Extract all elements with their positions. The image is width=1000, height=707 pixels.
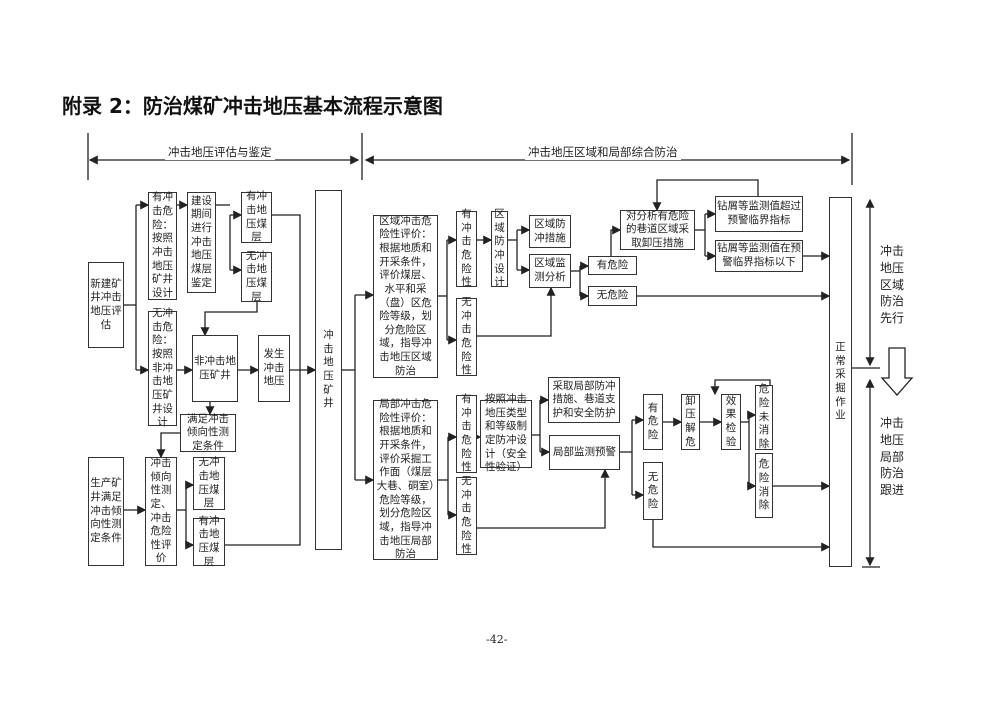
box-below-threshold: 钻屑等监测值在预警临界指标以下 bbox=[715, 240, 803, 272]
label-regional-first: 冲击地压区域防治先行 bbox=[879, 244, 904, 326]
header-comprehensive-prevention: 冲击地压区域和局部综合防治 bbox=[525, 144, 681, 160]
document-title: 附录 2：防治煤矿冲击地压基本流程示意图 bbox=[62, 94, 443, 118]
box-label: 区域监测分析 bbox=[534, 257, 566, 283]
box-label: 无危险 bbox=[647, 470, 659, 510]
box-label: 非冲击地压矿井 bbox=[194, 354, 236, 381]
box-label: 无冲击危险性 bbox=[461, 475, 472, 556]
box-loc-no-risk: 无冲击危险性 bbox=[456, 475, 477, 556]
box-label: 正常采掘作业 bbox=[835, 341, 846, 422]
box-label: 区域防冲设计 bbox=[494, 208, 505, 289]
label-local-follow: 冲击地压局部防治跟进 bbox=[879, 416, 904, 498]
box-label: 危险未消除 bbox=[758, 383, 770, 450]
box-loc-measures: 采取局部防冲措施、巷道支护和安全防护 bbox=[548, 377, 620, 423]
box-production-mine: 生产矿井满足冲击倾向性测定条件 bbox=[88, 457, 124, 566]
box-label: 有冲击危险性 bbox=[461, 393, 472, 474]
box-regional-eval: 区域冲击危险性评价：根据地质和开采条件，评价煤层、水平和采（盘）区危险等级，划分… bbox=[373, 215, 438, 378]
box-no-risk-design: 无冲击危险：按照非冲击地压矿井设计 bbox=[148, 307, 177, 428]
box-label: 有冲击危险：按照冲击地压矿井设计 bbox=[152, 191, 173, 299]
box-label: 卸压解危 bbox=[685, 394, 696, 448]
box-has-seam-top: 有冲击地压煤层 bbox=[241, 190, 272, 244]
box-propensity-test: 冲击倾向性测定、冲击危险性评价 bbox=[145, 457, 177, 566]
box-label: 效果检验 bbox=[725, 394, 737, 448]
box-reg-measures: 区域防冲措施 bbox=[529, 215, 571, 248]
box-label: 有冲击地压煤层 bbox=[198, 514, 220, 568]
box-label: 局部监测预警 bbox=[553, 445, 616, 458]
box-loc-danger: 有危险 bbox=[643, 394, 663, 450]
box-exceed-threshold: 钻屑等监测值超过预警临界指标 bbox=[715, 196, 803, 232]
box-label: 无冲击危险性 bbox=[461, 296, 472, 377]
box-label: 无冲击危险：按照非冲击地压矿井设计 bbox=[152, 307, 173, 429]
box-label: 无危险 bbox=[596, 289, 629, 302]
box-eliminated: 危险消除 bbox=[755, 453, 773, 518]
box-label: 有危险 bbox=[596, 258, 629, 271]
box-label: 钻屑等监测值超过预警临界指标 bbox=[717, 200, 801, 226]
box-label: 有冲击地压煤层 bbox=[246, 190, 267, 244]
box-label: 生产矿井满足冲击倾向性测定条件 bbox=[90, 477, 122, 544]
box-effect-check: 效果检验 bbox=[721, 394, 741, 450]
box-has-risk-design: 有冲击危险：按照冲击地压矿井设计 bbox=[148, 191, 177, 300]
box-label: 局部冲击危险性评价：根据地质和开采条件，评价采掘工作面（煤层大巷、硐室）危险等级… bbox=[376, 398, 435, 561]
box-label: 无冲击地压煤层 bbox=[198, 456, 220, 510]
box-label: 冲击倾向性测定、冲击危险性评价 bbox=[150, 456, 172, 565]
box-label: 新建矿井冲击地压评估 bbox=[90, 277, 122, 331]
box-no-seam-top: 无冲击地压煤层 bbox=[241, 249, 272, 303]
box-non-burst-mine: 非冲击地压矿井 bbox=[192, 335, 238, 402]
box-label: 对分析有危险的巷道区域采取卸压措施 bbox=[626, 209, 689, 249]
box-not-eliminated: 危险未消除 bbox=[755, 383, 773, 450]
box-label: 按照冲击地压类型和等级制定防冲设计（安全性验证） bbox=[485, 393, 527, 474]
box-label: 区域防冲措施 bbox=[534, 217, 566, 244]
box-normal-mining: 正常采掘作业 bbox=[829, 197, 852, 567]
box-label: 有冲击危险性 bbox=[461, 208, 472, 289]
box-label: 无冲击地压煤层 bbox=[246, 249, 267, 303]
box-reg-no-risk: 无冲击危险性 bbox=[456, 296, 477, 377]
box-loc-design: 按照冲击地压类型和等级制定防冲设计（安全性验证） bbox=[480, 393, 532, 473]
box-loc-safe: 无危险 bbox=[643, 462, 663, 520]
box-relief-measures: 对分析有危险的巷道区域采取卸压措施 bbox=[620, 210, 695, 250]
box-reg-monitor: 区域监测分析 bbox=[529, 254, 571, 288]
box-build-identify: 建设期间进行冲击地压煤层鉴定 bbox=[187, 192, 216, 293]
box-relief: 卸压解危 bbox=[681, 394, 700, 450]
box-label: 采取局部防冲措施、巷道支护和安全防护 bbox=[552, 379, 616, 419]
box-label: 危险消除 bbox=[758, 458, 770, 512]
box-label: 有危险 bbox=[647, 401, 659, 441]
box-loc-has-risk: 有冲击危险性 bbox=[456, 393, 477, 474]
box-burst-mine: 冲击地压矿井 bbox=[315, 190, 342, 550]
box-label: 发生冲击地压 bbox=[263, 348, 285, 388]
box-label: 冲击地压矿井 bbox=[323, 329, 334, 410]
box-reg-has-risk: 有冲击危险性 bbox=[456, 208, 477, 289]
box-no-seam-bottom: 无冲击地压煤层 bbox=[193, 456, 225, 510]
box-has-seam-bottom: 有冲击地压煤层 bbox=[193, 515, 225, 568]
page-number: -42- bbox=[486, 633, 508, 646]
header-evaluation: 冲击地压评估与鉴定 bbox=[165, 144, 275, 160]
box-reg-safe: 无危险 bbox=[588, 286, 637, 306]
box-reg-design: 区域防冲设计 bbox=[491, 208, 508, 289]
box-label: 区域冲击危险性评价：根据地质和开采条件，评价煤层、水平和采（盘）区危险等级，划分… bbox=[379, 214, 432, 377]
box-label: 满足冲击倾向性测定条件 bbox=[187, 412, 229, 452]
box-loc-monitor: 局部监测预警 bbox=[549, 435, 620, 470]
box-label: 钻屑等监测值在预警临界指标以下 bbox=[717, 242, 801, 268]
box-local-eval: 局部冲击危险性评价：根据地质和开采条件，评价采掘工作面（煤层大巷、硐室）危险等级… bbox=[373, 398, 438, 561]
box-meets-conditions: 满足冲击倾向性测定条件 bbox=[180, 412, 236, 452]
box-label: 建设期间进行冲击地压煤层鉴定 bbox=[191, 194, 212, 289]
box-burst-occurs: 发生冲击地压 bbox=[258, 335, 290, 402]
box-new-mine: 新建矿井冲击地压评估 bbox=[88, 262, 124, 348]
box-reg-danger: 有危险 bbox=[588, 256, 637, 275]
